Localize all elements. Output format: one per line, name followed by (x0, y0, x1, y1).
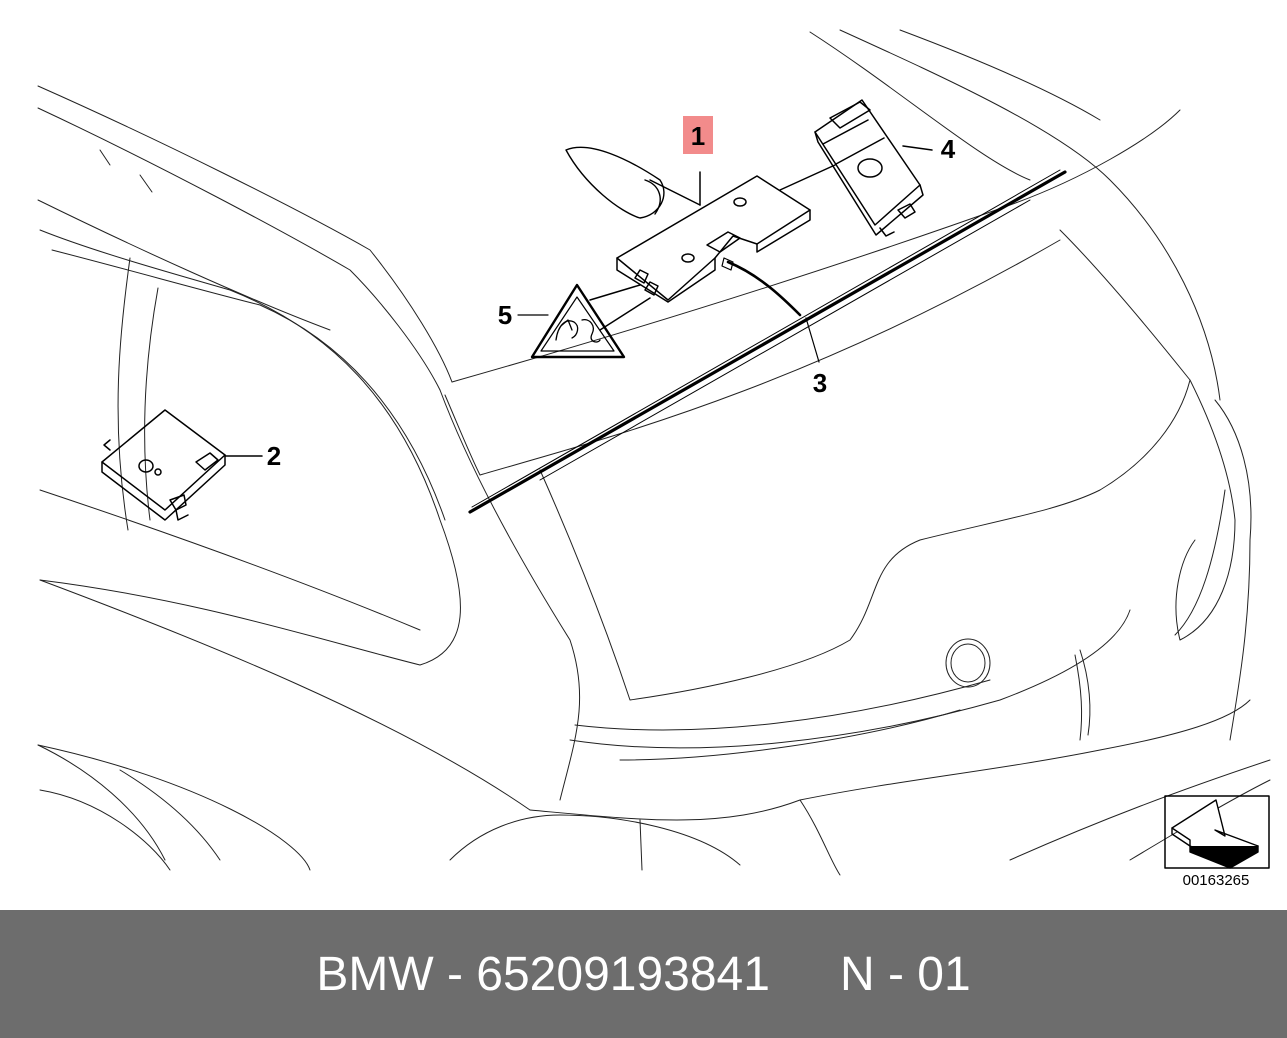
footer-bar: BMW - 65209193841 N - 01 (0, 910, 1287, 1038)
reference-code: 00163265 (1183, 872, 1250, 889)
part-5-warning-sticker (517, 283, 626, 359)
car-body-outline (37, 29, 1271, 876)
callout-5: 5 (498, 300, 512, 330)
shark-fin-antenna (565, 146, 665, 219)
part-3-cable (721, 257, 820, 363)
part-4-control-unit (814, 99, 933, 237)
part-2-control-unit (101, 409, 263, 521)
callout-2: 2 (267, 441, 281, 471)
roof-spoiler-strip (468, 169, 1067, 514)
callout-1-highlight (683, 116, 713, 154)
callout-3: 3 (813, 368, 827, 398)
footer-position: N - 01 (839, 947, 971, 1001)
exploded-view-drawing: 1 2 3 4 5 00163265 (37, 29, 1271, 889)
footer-part-number: BMW - 65209193841 (316, 947, 770, 1001)
orientation-arrow-box (1164, 795, 1270, 869)
part-1-antenna-module (589, 164, 836, 331)
direction-arrow-icon (1171, 799, 1259, 869)
callout-1: 1 (691, 121, 705, 151)
callout-4: 4 (941, 134, 956, 164)
